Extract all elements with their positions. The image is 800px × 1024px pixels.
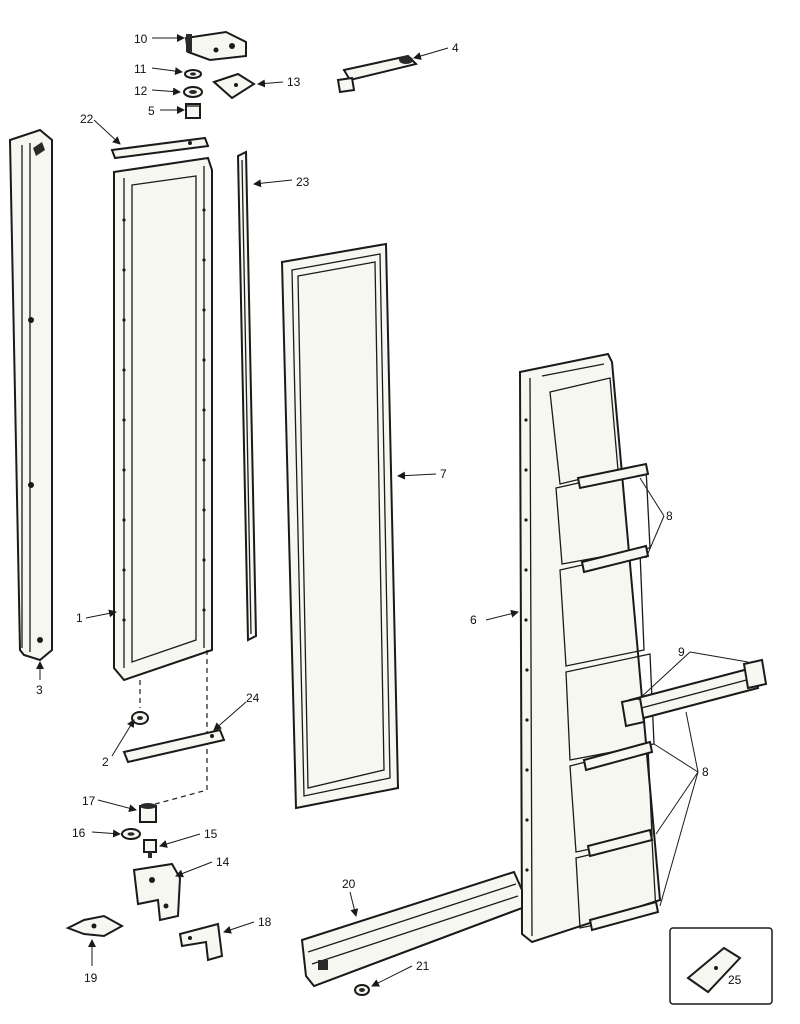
callout-10: 10 (134, 32, 148, 46)
callout-19: 19 (84, 971, 98, 985)
part-12-bushing (183, 86, 203, 98)
callout-14: 14 (216, 855, 230, 869)
callout-15: 15 (204, 827, 218, 841)
part-6-door-liner (518, 352, 662, 944)
part-1-door-frame (113, 156, 213, 682)
part-15-pin (143, 839, 157, 858)
callout-24: 24 (246, 691, 260, 705)
callout-8-upper: 8 (666, 509, 673, 523)
callout-18: 18 (258, 915, 272, 929)
leader-lines (36, 34, 749, 987)
callout-7: 7 (440, 467, 447, 481)
callout-8-lower: 8 (702, 765, 709, 779)
callout-13: 13 (287, 75, 301, 89)
part-18-clip (178, 922, 224, 962)
callout-9: 9 (678, 645, 685, 659)
callout-6: 6 (470, 613, 477, 627)
part-13-shim (212, 72, 256, 100)
callout-11: 11 (134, 62, 147, 76)
part-3-side-channel (8, 128, 53, 662)
callout-3: 3 (36, 683, 43, 697)
part-7-door-gasket (280, 242, 400, 810)
callout-labels: 10 11 12 5 13 4 22 23 1 3 7 6 8 9 8 2 24… (36, 32, 742, 987)
part-21-screw (354, 984, 370, 996)
part-25-inset (669, 927, 773, 1005)
frame-holes (122, 208, 206, 622)
part-17-bushing (139, 803, 157, 823)
callout-25: 25 (728, 973, 742, 987)
callout-20: 20 (342, 877, 356, 891)
callout-16: 16 (72, 826, 86, 840)
callout-22: 22 (80, 112, 94, 126)
part-19-bracket (65, 914, 125, 938)
part-4-door-stop (336, 54, 418, 94)
part-23-vertical-strip (236, 150, 258, 642)
callout-1: 1 (76, 611, 83, 625)
callout-4: 4 (452, 41, 459, 55)
part-14-bottom-hinge (132, 862, 182, 922)
callout-21: 21 (416, 959, 430, 973)
liner-holes (524, 418, 529, 872)
part-11-washer (184, 69, 202, 79)
part-8-shelf-rail (628, 666, 760, 722)
part-2-nut (131, 711, 149, 725)
part-22-top-strip (110, 136, 210, 160)
callout-17: 17 (82, 794, 96, 808)
part-9-end-caps (620, 658, 768, 728)
hinge-pin-dashes (139, 650, 208, 807)
callout-5: 5 (148, 104, 155, 118)
part-10-top-hinge (184, 30, 247, 62)
part-16-washer (121, 828, 141, 840)
part-5-spacer (185, 103, 201, 119)
callout-2: 2 (102, 755, 109, 769)
callout-23: 23 (296, 175, 310, 189)
callout-12: 12 (134, 84, 148, 98)
part-24-bottom-strip (122, 728, 226, 764)
part-20-bottom-rail (300, 870, 523, 988)
